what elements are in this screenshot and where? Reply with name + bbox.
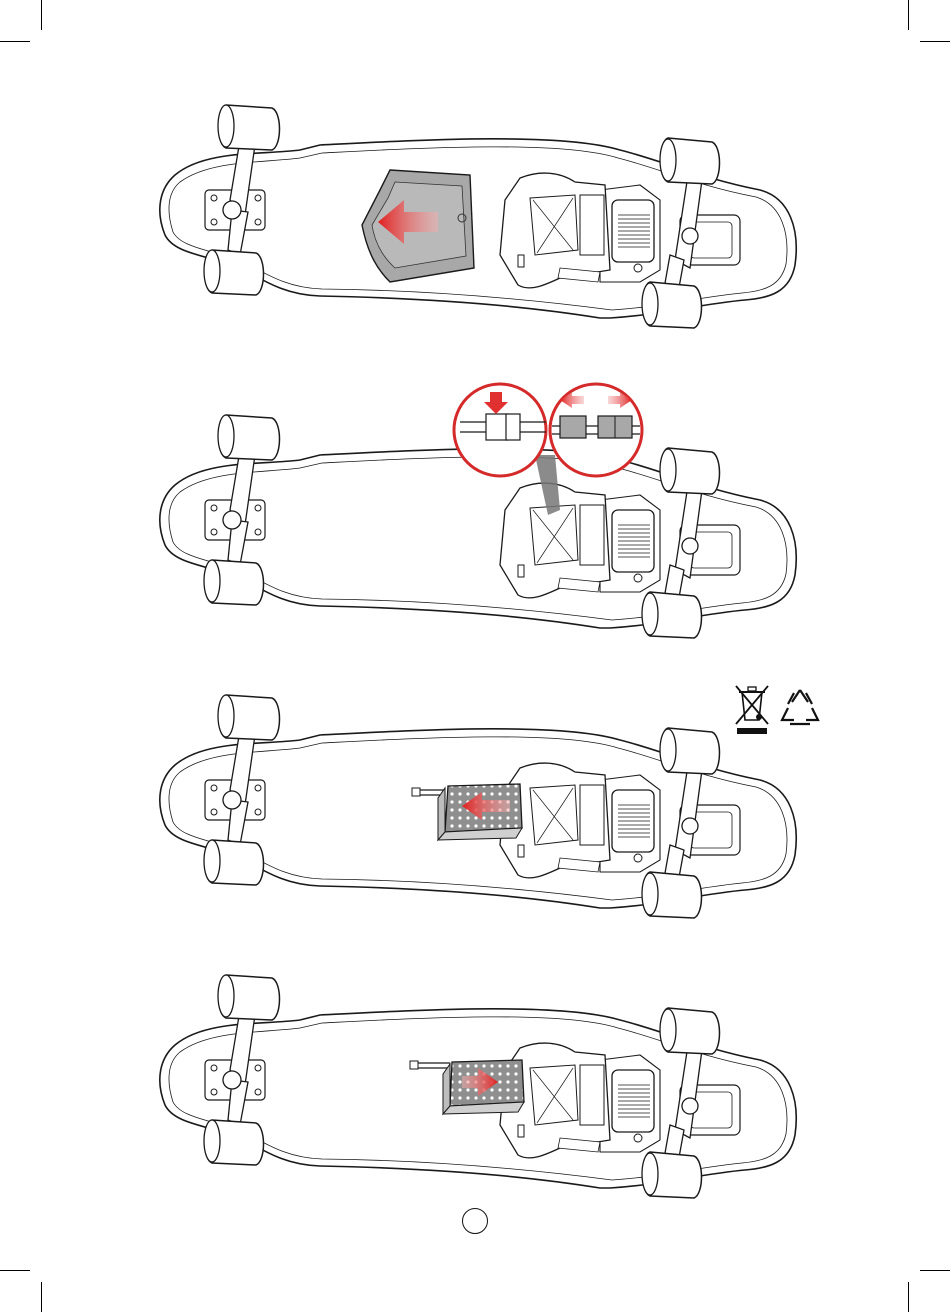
connector-callout-left (454, 384, 546, 476)
step-4-insert-battery (0, 870, 950, 1210)
disposal-icons (722, 680, 832, 740)
crop-mark-bottom-left-h (0, 1270, 30, 1271)
weee-crossed-bin-icon (736, 686, 768, 734)
connector-callout-right (550, 384, 642, 476)
page-number-marker (462, 1208, 488, 1234)
crop-mark-bottom-left-v (41, 1282, 42, 1312)
recycle-icon (782, 690, 818, 724)
skateboard-illustration-1 (0, 0, 950, 340)
skateboard-illustration-4 (0, 870, 950, 1210)
step-1-remove-cover (0, 0, 950, 340)
crop-mark-bottom-right-v (908, 1282, 909, 1312)
crop-mark-bottom-right-h (920, 1270, 950, 1271)
